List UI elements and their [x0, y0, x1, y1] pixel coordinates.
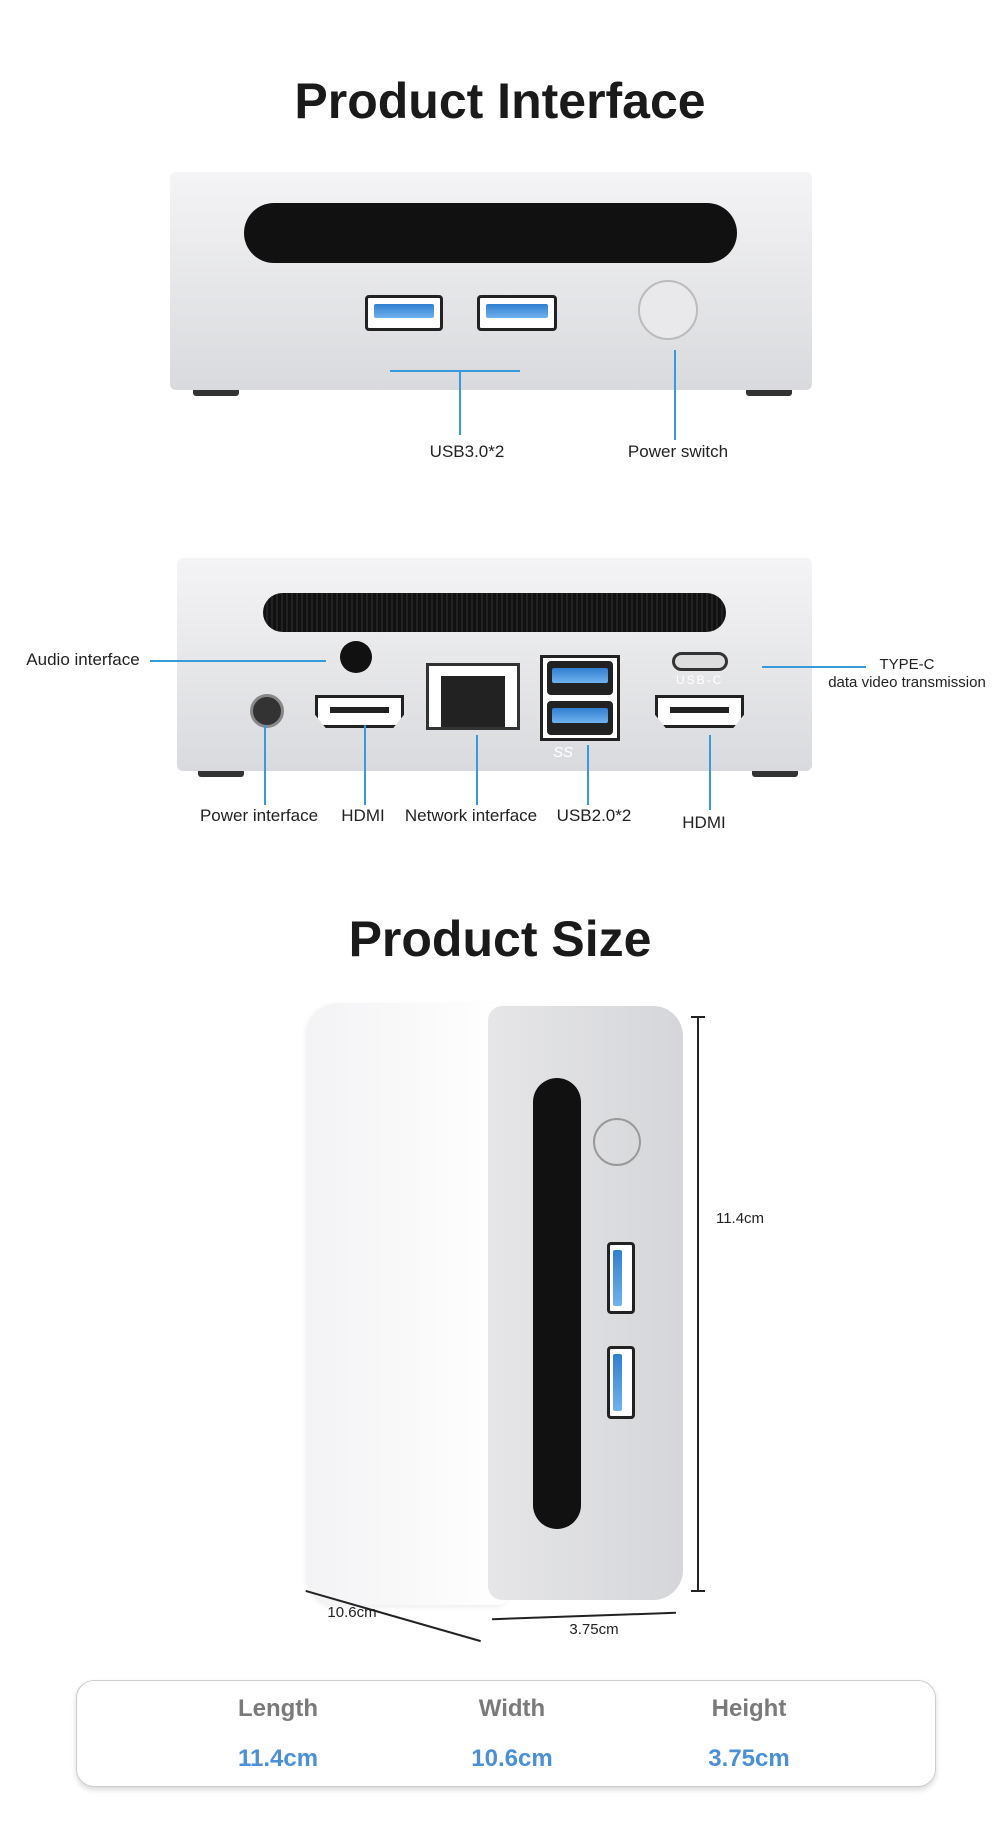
usb3-port [365, 295, 443, 331]
size-title: Product Size [348, 911, 652, 967]
spec-label: Length [238, 1695, 318, 1722]
usb-port [607, 1346, 635, 1419]
device-side [308, 1003, 508, 1605]
vent [533, 1078, 581, 1529]
label-hdmi: HDMI [341, 806, 385, 825]
audio-jack-icon [340, 641, 372, 673]
spec-label: Height [711, 1695, 787, 1722]
interface-title: Product Interface [294, 73, 706, 129]
label-usb3: USB3.0*2 [429, 442, 505, 461]
spec-table: Length 11.4cm Width 10.6cm Height 3.75cm [76, 1680, 936, 1787]
hdmi-port [655, 695, 744, 728]
spec-value: 11.4cm [237, 1745, 319, 1772]
length-dimension: 10.6cm [327, 1604, 377, 1621]
height-dimension: 11.4cm [715, 1210, 765, 1227]
hdmi-port [315, 695, 404, 728]
spec-height: Height 3.75cm [649, 1681, 849, 1773]
usbc-mark: USB-C [676, 673, 724, 687]
label-typec: TYPE-C [879, 656, 935, 673]
label-audio: Audio interface [26, 650, 140, 669]
spec-value: 3.75cm [708, 1745, 790, 1772]
power-button-icon [638, 280, 698, 340]
device-front-face [488, 1006, 683, 1600]
usb3-port [477, 295, 557, 331]
ethernet-port [426, 663, 520, 730]
ss-mark: SS [553, 744, 574, 761]
label-typec-desc: data video transmission [828, 674, 986, 691]
label-hdmi-2: HDMI [682, 813, 726, 832]
back-vent [263, 593, 726, 632]
spec-label: Width [478, 1695, 546, 1722]
usb-c-port [672, 652, 728, 671]
label-power-interface: Power interface [199, 806, 319, 825]
label-usb2: USB2.0*2 [556, 806, 632, 825]
label-network: Network interface [404, 806, 538, 825]
usb2-ports [540, 655, 620, 741]
width-dimension: 3.75cm [569, 1621, 619, 1638]
power-jack-icon [250, 694, 284, 728]
label-power-switch: Power switch [627, 442, 729, 461]
spec-width: Width 10.6cm [412, 1681, 612, 1773]
spec-value: 10.6cm [471, 1745, 553, 1772]
front-vent [244, 203, 737, 263]
usb-port [607, 1242, 635, 1314]
power-button-icon [593, 1118, 641, 1166]
spec-length: Length 11.4cm [178, 1681, 378, 1773]
